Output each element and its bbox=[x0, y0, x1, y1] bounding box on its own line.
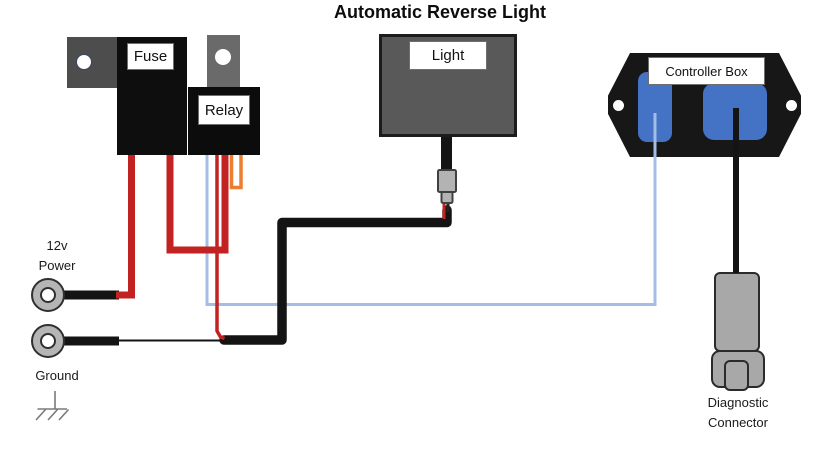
light-ground-wire-thick bbox=[219, 205, 452, 345]
fuse-relay-wire-red bbox=[166, 150, 229, 254]
controller-mount-hole-right bbox=[786, 100, 797, 111]
bullet-connector-lower bbox=[440, 191, 454, 204]
fuse-bracket-hole bbox=[76, 54, 92, 70]
controller-label: Controller Box bbox=[648, 57, 765, 85]
relay-label-text: Relay bbox=[204, 101, 244, 119]
fuse-label: Fuse bbox=[127, 43, 174, 70]
diagram-title: Automatic Reverse Light bbox=[333, 2, 547, 22]
diagnostic-caption-line2: Connector bbox=[708, 415, 768, 430]
relay-bracket-hole bbox=[215, 49, 231, 65]
power-caption-line1: 12v bbox=[46, 238, 68, 253]
power-wire-red bbox=[116, 150, 135, 299]
power-ring-terminal-hole bbox=[40, 287, 56, 303]
ground-caption-text: Ground bbox=[35, 368, 79, 383]
diagnostic-connector-plug bbox=[724, 360, 749, 391]
diagnostic-caption: Diagnostic Connector bbox=[693, 393, 783, 433]
fuse-label-text: Fuse bbox=[133, 48, 168, 65]
relay-light-wire-red-thin bbox=[215, 150, 226, 341]
diagnostic-caption-line1: Diagnostic bbox=[707, 395, 769, 410]
ground-ring-terminal-hole bbox=[40, 333, 56, 349]
light-label: Light bbox=[409, 41, 487, 70]
relay-jumper-wire-orange bbox=[229, 150, 243, 190]
power-caption-line2: Power bbox=[38, 258, 76, 273]
controller-mount-hole-left bbox=[613, 100, 624, 111]
ground-caption: Ground bbox=[26, 366, 88, 386]
fuse-mount-bracket bbox=[67, 37, 118, 88]
power-ring-terminal bbox=[31, 278, 65, 312]
controller-label-text: Controller Box bbox=[665, 63, 748, 79]
light-label-text: Light bbox=[431, 47, 465, 64]
relay-label: Relay bbox=[198, 95, 250, 125]
ground-symbol bbox=[35, 391, 70, 421]
power-caption: 12v Power bbox=[27, 236, 87, 276]
